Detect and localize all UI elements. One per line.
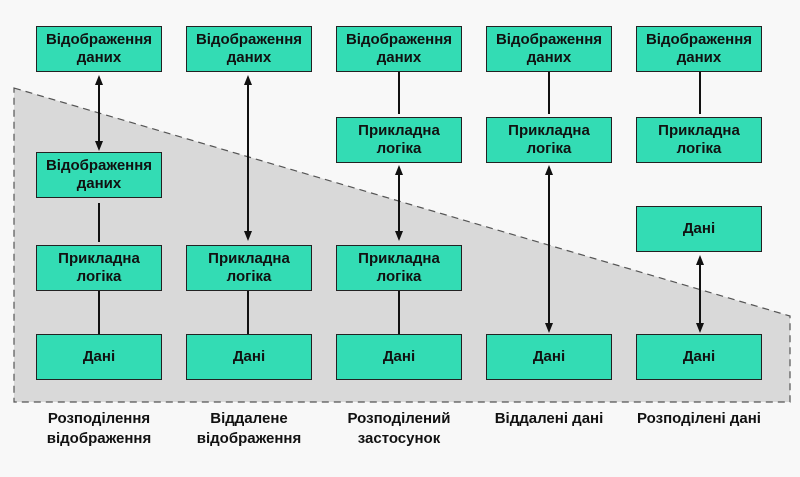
col5-data-label-2: Дані — [682, 348, 716, 365]
col3-presentation-label: Відображення даних — [345, 31, 453, 66]
col1-data-box: Дані — [36, 334, 162, 380]
col2-presentation-box: Відображення даних — [186, 26, 312, 72]
col1-presentation-box: Відображення даних — [36, 26, 162, 72]
col4-presentation-box: Відображення даних — [486, 26, 612, 72]
col3-logic-label: Прикладна логіка — [358, 122, 440, 157]
col2-presentation-label: Відображення даних — [195, 31, 303, 66]
col5-logic-label: Прикладна логіка — [658, 122, 740, 157]
col1-presentation-label: Відображення даних — [45, 31, 153, 66]
col3-logic-box: Прикладна логіка — [336, 117, 462, 163]
col3-presentation-box: Відображення даних — [336, 26, 462, 72]
col4-logic-box: Прикладна логіка — [486, 117, 612, 163]
col3-logic-box-2: Прикладна логіка — [336, 245, 462, 291]
col5-data-box-2: Дані — [636, 334, 762, 380]
col1-presentation-box-2: Відображення даних — [36, 152, 162, 198]
col2-logic-label: Прикладна логіка — [208, 250, 290, 285]
col1-presentation-label-2: Відображення даних — [45, 157, 153, 192]
col4-data-box: Дані — [486, 334, 612, 380]
col1-data-label: Дані — [82, 348, 116, 365]
col5-presentation-box: Відображення даних — [636, 26, 762, 72]
caption-remote-presentation: Віддалене відображення — [196, 410, 302, 447]
col4-logic-label: Прикладна логіка — [508, 122, 590, 157]
col5-presentation-label: Відображення даних — [645, 31, 753, 66]
caption-distributed-application: Розподілений застосунок — [347, 410, 451, 447]
caption-remote-data: Віддалені дані — [494, 410, 604, 427]
col3-data-label: Дані — [382, 348, 416, 365]
col3-data-box: Дані — [336, 334, 462, 380]
col5-logic-box: Прикладна логіка — [636, 117, 762, 163]
caption-distributed-presentation: Розподілення відображення — [46, 410, 152, 447]
col5-data-box: Дані — [636, 206, 762, 252]
col1-logic-label: Прикладна логіка — [58, 250, 140, 285]
col3-logic-label-2: Прикладна логіка — [358, 250, 440, 285]
caption-distributed-data: Розподілені дані — [637, 410, 761, 427]
col1-logic-box: Прикладна логіка — [36, 245, 162, 291]
col2-logic-box: Прикладна логіка — [186, 245, 312, 291]
col2-data-box: Дані — [186, 334, 312, 380]
col4-data-label: Дані — [532, 348, 566, 365]
col2-data-label: Дані — [232, 348, 266, 365]
col4-presentation-label: Відображення даних — [495, 31, 603, 66]
col5-data-label: Дані — [682, 220, 716, 237]
